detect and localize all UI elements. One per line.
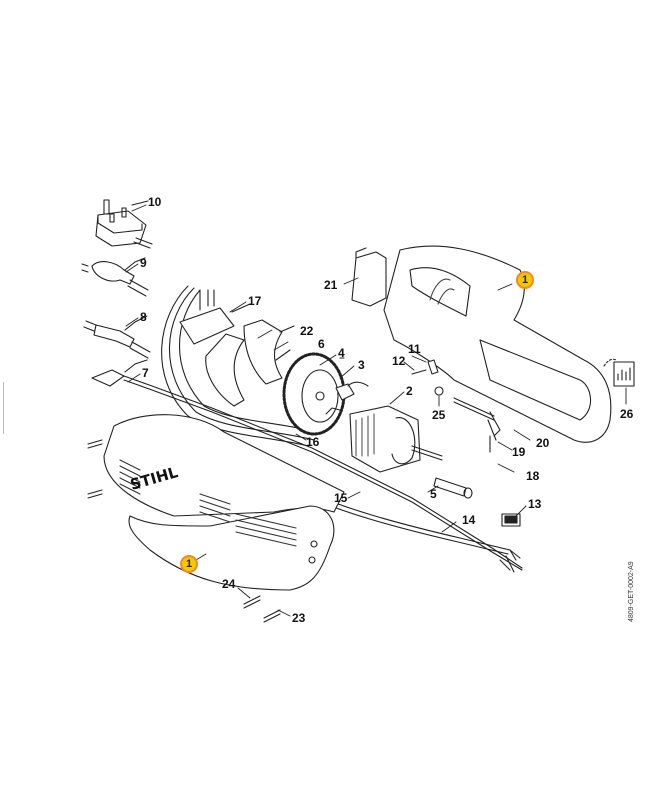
callout-1-upper[interactable]: 1 [516, 271, 534, 289]
drawing-code: 4809-GET-0002-A9 [628, 561, 635, 622]
label-10: 10 [148, 195, 162, 209]
fan-wheel-icon [282, 352, 346, 436]
callout-1-lower[interactable]: 1 [180, 555, 198, 573]
label-3: 3 [358, 358, 365, 372]
label-13: 13 [528, 497, 542, 511]
label-17: 17 [248, 294, 262, 308]
screws-icon [87, 439, 281, 623]
leader-lines [125, 204, 627, 617]
label-11: 11 [408, 342, 421, 356]
label-8: 8 [140, 310, 147, 324]
uk-plug-icon [95, 199, 153, 249]
label-21: 21 [324, 278, 338, 292]
power-cord-icon [91, 359, 523, 571]
small-parts-icon [411, 359, 501, 453]
left-edge-marker [0, 382, 4, 434]
label-16: 16 [306, 435, 320, 449]
euro-plug-icon [81, 257, 149, 297]
housing-right-icon [383, 245, 612, 443]
label-2: 2 [406, 384, 413, 398]
label-19: 19 [512, 445, 526, 459]
air-guide-icon [205, 319, 295, 407]
label-20: 20 [536, 436, 550, 450]
label-4: 4 [338, 346, 345, 360]
label-7: 7 [142, 366, 149, 380]
label-5: 5 [430, 487, 437, 501]
motor-icon [325, 405, 443, 473]
label-9: 9 [140, 256, 147, 270]
label-15: 15 [334, 491, 348, 505]
brush-holder-icon [335, 381, 369, 401]
label-18: 18 [526, 469, 540, 483]
label-14: 14 [462, 513, 476, 527]
label-12: 12 [392, 354, 406, 368]
circuit-board-icon [161, 285, 317, 447]
housing-left-icon [103, 414, 345, 591]
label-6: 6 [318, 337, 325, 351]
label-26: 26 [620, 407, 634, 421]
label-25: 25 [432, 408, 446, 422]
label-23: 23 [292, 611, 306, 625]
shaft-icon [433, 477, 473, 499]
label-sticker-icon [603, 358, 635, 387]
label-22: 22 [300, 324, 314, 338]
cover-icon [351, 247, 387, 307]
label-24: 24 [222, 577, 236, 591]
switch-icon [501, 513, 521, 527]
flat-plug-icon [83, 315, 151, 359]
